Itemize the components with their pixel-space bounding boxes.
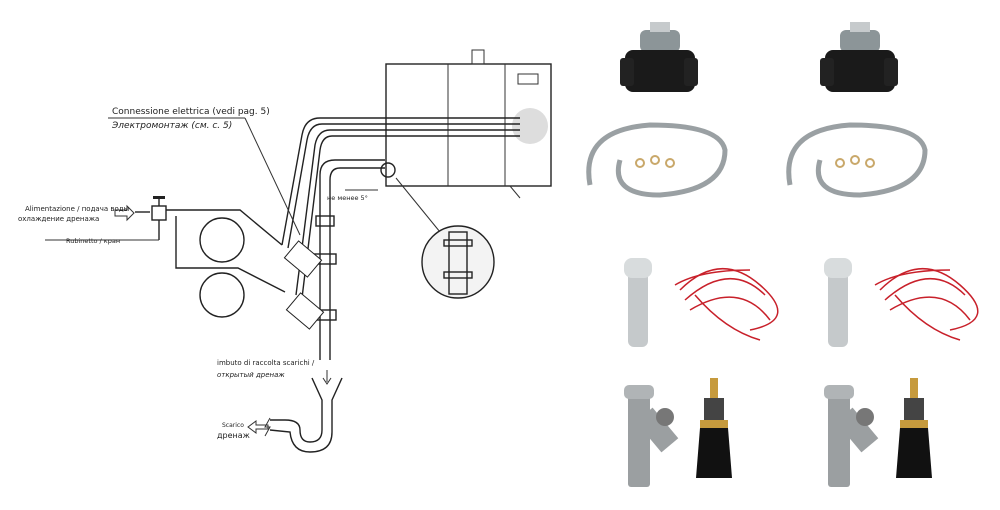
water-level-sensor-photo <box>896 378 932 478</box>
supply-label-it: Alimentazione / подача воды <box>25 205 129 213</box>
funnel-label-ru: открытый дренаж <box>217 371 285 379</box>
drain-label-ru: дренаж <box>217 431 250 440</box>
humidifier-unit <box>385 49 552 199</box>
solenoid-valve-photo <box>620 22 698 92</box>
solenoid-valve-photo <box>820 22 898 92</box>
drain-pipe-photo <box>624 258 652 347</box>
y-fitting-photo <box>624 385 679 487</box>
tap-label: Rubinetto / кран <box>66 237 120 245</box>
wire-harness-photo <box>874 268 979 341</box>
drain-label-it: Scarico <box>222 422 244 429</box>
water-level-sensor-photo <box>696 378 732 478</box>
braided-hose-photo <box>586 122 728 198</box>
kit-photo-left <box>586 22 779 487</box>
electrical-label-ru: Электромонтаж (см. с. 5) <box>111 121 232 131</box>
slope-label: не менее 5° <box>327 194 368 202</box>
electrical-label-it: Connessione elettrica (vedi pag. 5) <box>112 107 270 117</box>
kit-photo-right <box>786 22 979 487</box>
y-fitting-photo <box>824 385 879 487</box>
drain-pipe-photo <box>824 258 852 347</box>
funnel-label-it: imbuto di raccolta scarichi / <box>217 359 315 367</box>
supply-label-ru: охлаждение дренажа <box>18 215 99 223</box>
wire-harness-photo <box>674 268 779 341</box>
braided-hose-photo <box>786 122 928 198</box>
